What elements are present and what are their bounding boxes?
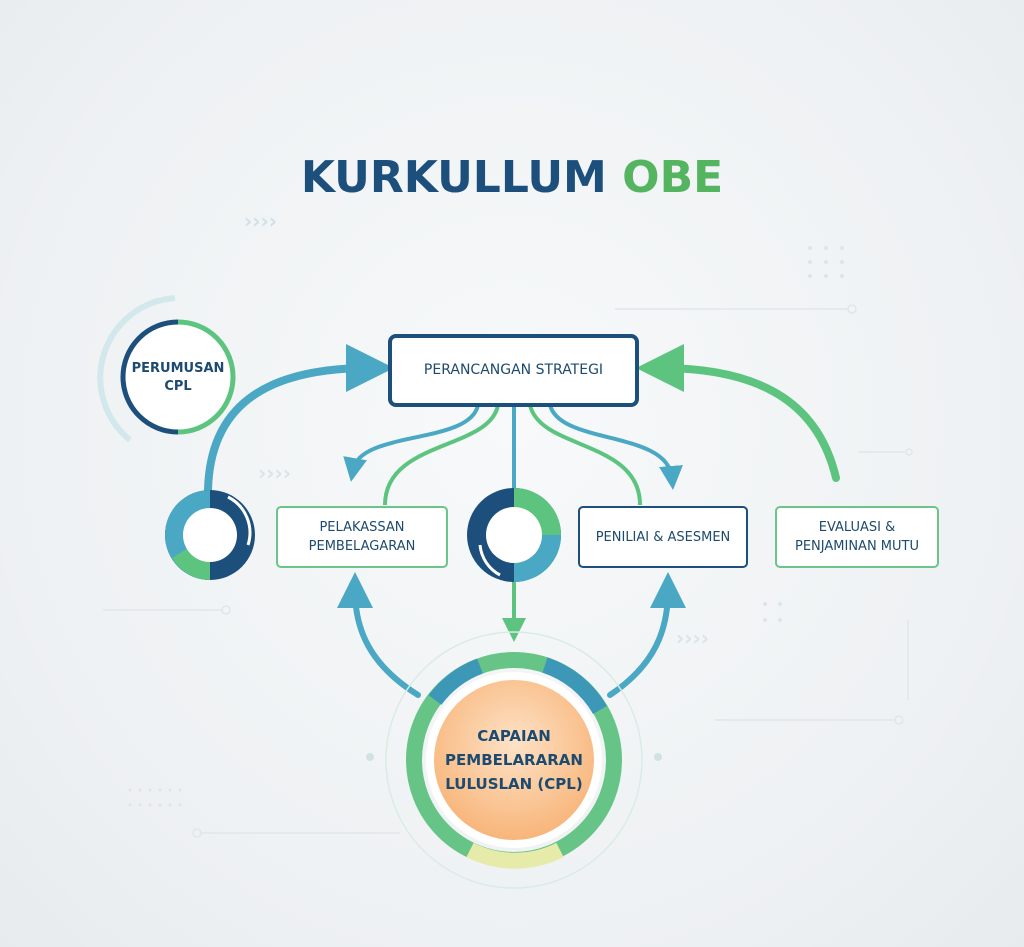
title-part1: KURKULLUM	[300, 152, 607, 203]
node-perumusan-cpl: PERUMUSAN CPL	[131, 360, 225, 394]
node-pelaksanaan-pembelajaran: PELAKASSAN PEMBELAGARAN	[276, 506, 448, 568]
node-perancangan-strategi: PERANCANGAN STRATEGI	[388, 334, 639, 407]
page-title: KURKULLUM OBE	[0, 152, 1024, 203]
node-evaluasi-penjaminan-mutu: EVALUASI & PENJAMINAN MUTU	[775, 506, 939, 568]
node-penilaian-asesmen: PENILIAI & ASESMEN	[578, 506, 748, 568]
svg-text:››››: ››››	[244, 209, 277, 233]
title-part2: OBE	[622, 152, 724, 203]
donut-left	[165, 490, 255, 580]
node-cpl-center: CAPAIAN PEMBELARARAN LULUSLAN (CPL)	[445, 727, 583, 793]
donut-center	[467, 488, 561, 582]
cpl-circle	[385, 631, 643, 889]
perumusan-circle	[97, 295, 236, 443]
svg-text:››››: ››››	[676, 626, 709, 650]
svg-text:››››: ››››	[258, 461, 291, 485]
